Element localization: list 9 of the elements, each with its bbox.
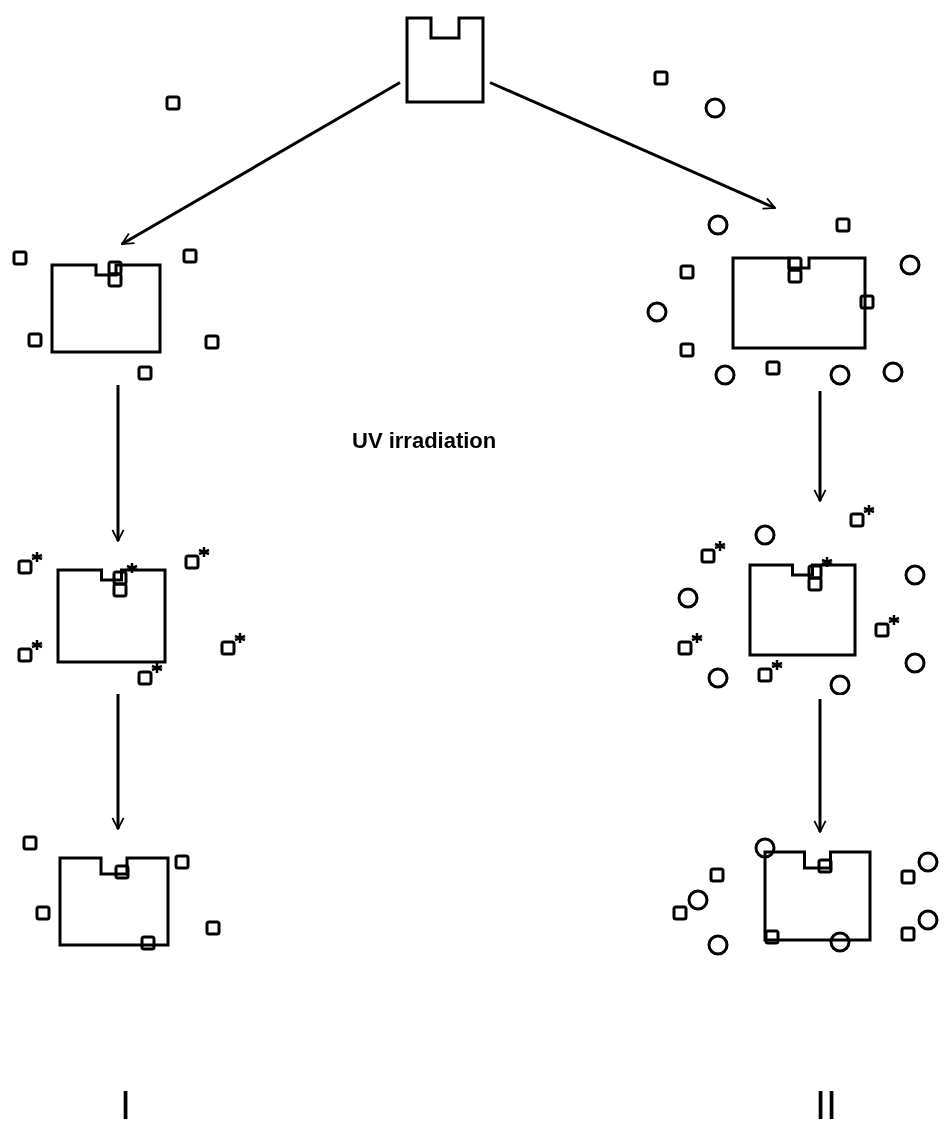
arrow: [111, 385, 125, 542]
panel-label: I: [120, 1085, 132, 1125]
arrow: [489, 81, 776, 210]
arrow: [111, 694, 125, 830]
arrow: [121, 81, 401, 246]
process-label: UV irradiation: [352, 428, 497, 454]
arrow: [813, 391, 827, 502]
panel-label: II: [815, 1085, 838, 1125]
arrow: [813, 699, 827, 833]
